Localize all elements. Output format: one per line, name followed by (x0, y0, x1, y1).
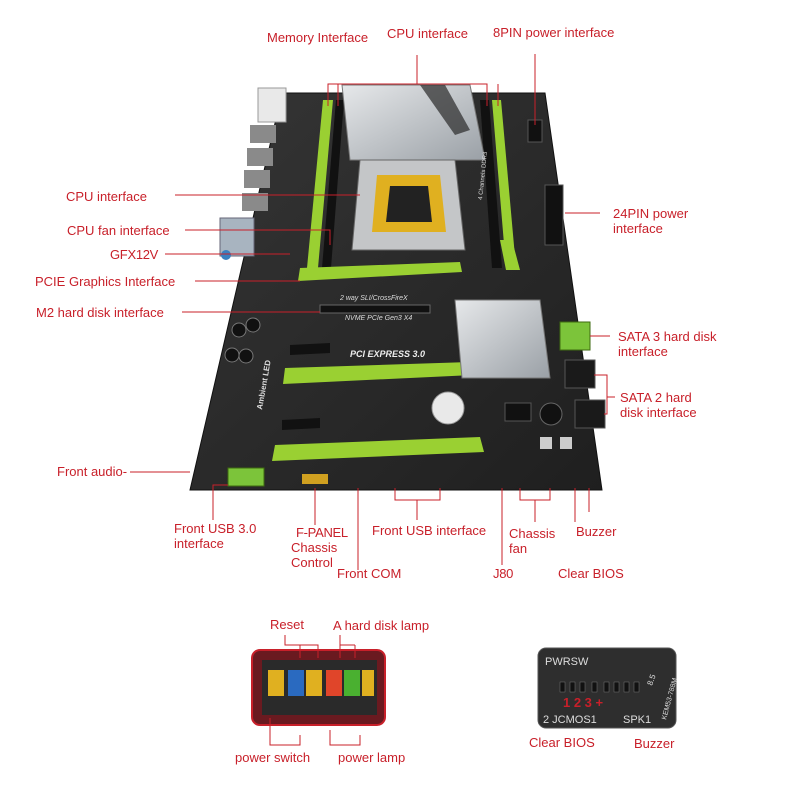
inset-spk: SPK1 (623, 714, 651, 726)
inset-pwrsw: PWRSW (545, 656, 589, 668)
board-sli-text: 2 way SLI/CrossFireX (339, 295, 408, 302)
m2-slot (319, 304, 431, 314)
fpanel-inset (251, 649, 386, 726)
memory-slots (307, 100, 516, 268)
rear-io (219, 87, 287, 260)
label-cpu-interface-top: CPU interface (387, 26, 468, 41)
inset-pins: 1 2 3 + (563, 695, 604, 710)
label-buzzer-top: Buzzer (576, 524, 617, 539)
label-fpanel: F-PANEL (296, 525, 348, 540)
fpanel-inset-lines (269, 635, 361, 746)
label-front-usb: Front USB interface (372, 523, 487, 538)
jumper-inset: PWRSW 1 2 3 + 2 JCMOS1 SPK1 8.5 KEM53-78… (537, 647, 679, 729)
cpu-socket (351, 159, 466, 251)
label-clear-bios-top: Clear BIOS (558, 566, 624, 581)
inset-jcmos: 2 JCMOS1 (543, 714, 597, 726)
audio-capacitors (224, 317, 261, 364)
label-cpu-interface-left: CPU interface (66, 189, 147, 204)
label-chassis-fan: Chassis fan (509, 526, 556, 556)
chipset-heatsink (454, 299, 551, 379)
fpanel-header (302, 474, 328, 484)
label-buzzer-bottom: Buzzer (634, 736, 675, 751)
label-sata2: SATA 2 hard disk interface (620, 390, 697, 420)
label-memory-interface: Memory Interface (267, 30, 369, 45)
label-24pin-power: 24PIN power interface (613, 206, 689, 236)
label-front-com: Front COM (337, 566, 402, 581)
label-sata3: SATA 3 hard disk interface (618, 329, 717, 359)
atx-24pin (544, 184, 564, 246)
label-gfx12v: GFX12V (110, 247, 159, 262)
label-reset: Reset (270, 617, 304, 632)
board-ddr-text: 4 Channels DDR3 (478, 151, 489, 200)
label-8pin-power: 8PIN power interface (493, 25, 615, 40)
inset-num: 8.5 (645, 673, 657, 687)
label-front-usb3: Front USB 3.0 interface (174, 521, 257, 551)
label-hdd-lamp: A hard disk lamp (333, 618, 430, 633)
buzzer-part (539, 402, 563, 426)
label-clear-bios-bottom: Clear BIOS (529, 735, 595, 750)
label-j80: J80 (493, 566, 514, 581)
label-power-switch: power switch (235, 750, 311, 765)
label-cpu-fan: CPU fan interface (67, 223, 170, 238)
usb3-header (227, 467, 265, 487)
label-pcie-graphics: PCIE Graphics Interface (35, 274, 176, 289)
label-front-audio: Front audio- (57, 464, 128, 479)
label-power-lamp: power lamp (338, 750, 406, 765)
sata-ports (559, 321, 606, 429)
board-pcie-text: PCI EXPRESS 3.0 (350, 349, 425, 359)
cmos-battery (431, 391, 465, 425)
pointer-lines (130, 54, 615, 570)
label-chassis-control: Chassis Control (291, 540, 338, 570)
board-nvme-text: NVME PCIe Gen3 X4 (345, 315, 412, 322)
pcie-slots (272, 262, 484, 461)
label-m2-hdd: M2 hard disk interface (36, 305, 164, 320)
